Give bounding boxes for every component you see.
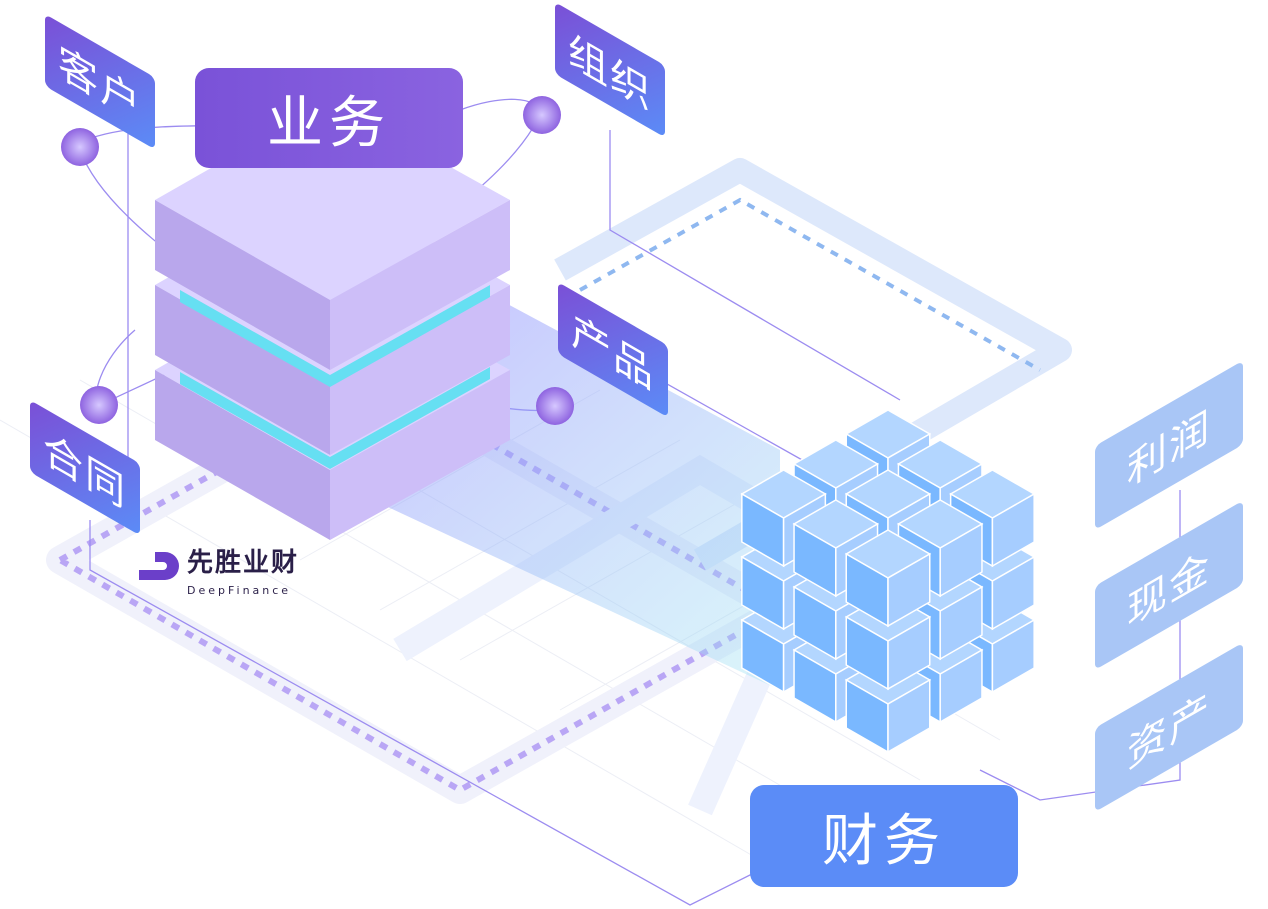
slab-left <box>155 370 330 540</box>
orb <box>80 386 118 424</box>
slab-right <box>330 285 510 455</box>
glow-strip <box>180 290 330 387</box>
logo-name-cn: 先胜业财 <box>187 548 300 578</box>
cube-right <box>887 678 931 754</box>
cube-right <box>939 585 983 661</box>
slab-left <box>155 200 330 370</box>
finance-box: 财务 <box>750 785 1018 887</box>
cube-right <box>887 615 931 691</box>
cube-right <box>991 492 1035 568</box>
orbs <box>61 96 574 425</box>
slab-right <box>330 200 510 370</box>
cube-right <box>991 555 1035 631</box>
cube-right <box>991 618 1035 694</box>
glow-strip <box>180 372 330 469</box>
slab-left <box>155 285 330 455</box>
logo-name-en: DeepFinance <box>187 584 292 597</box>
deepfinance-logo: 先胜业财 DeepFinance <box>135 548 325 608</box>
slab-right <box>330 370 510 540</box>
cube-grid <box>740 409 1036 754</box>
orb <box>61 128 99 166</box>
orb <box>536 387 574 425</box>
glow-strip <box>330 367 490 469</box>
cube-right <box>939 522 983 598</box>
cube-right <box>887 552 931 628</box>
business-box-label: 业务 <box>267 90 391 156</box>
orb <box>523 96 561 134</box>
finance-box-label: 财务 <box>822 808 946 874</box>
glow-strip <box>330 285 490 387</box>
cube-right <box>939 648 983 724</box>
business-box: 业务 <box>195 68 463 168</box>
logo-mark-icon <box>139 552 179 580</box>
server-stack <box>155 100 510 540</box>
